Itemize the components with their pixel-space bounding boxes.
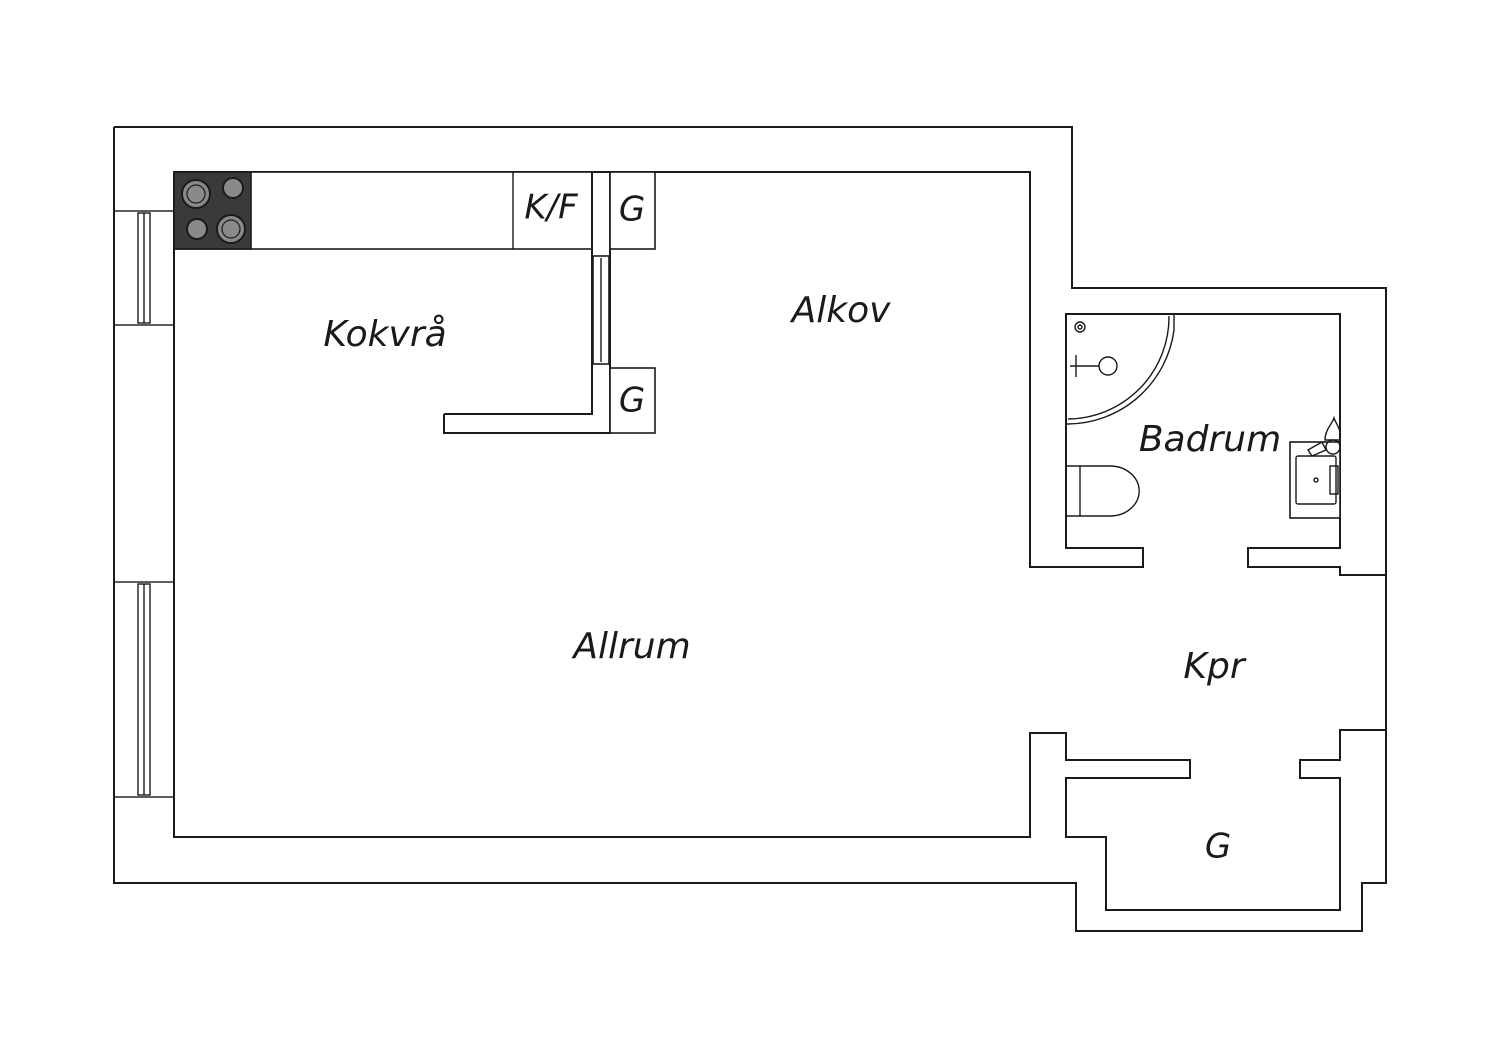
label-wardrobe-top: G [619, 190, 645, 230]
label-fridge-freezer: K/F [524, 188, 578, 228]
inner-wall-lower [173, 172, 1386, 911]
wardrobe-top [609, 171, 656, 250]
shower-icon [1065, 313, 1175, 425]
sink-icon [1289, 415, 1342, 519]
outer-wall [113, 126, 1387, 932]
room-label-corridor: Kpr [1183, 646, 1246, 687]
window-upper [113, 210, 175, 326]
stove-icon [173, 171, 252, 250]
wardrobe-mid [609, 367, 656, 434]
room-label-bathroom: Badrum [1139, 419, 1281, 460]
label-wardrobe-mid: G [619, 381, 645, 421]
label-wardrobe-hall: G [1205, 827, 1231, 867]
inner-wall-main [174, 171, 1386, 576]
room-label-alcove: Alkov [790, 290, 892, 331]
window-lower [113, 581, 175, 798]
room-label-kitchen: Kokvrå [323, 314, 446, 355]
toilet-icon [1066, 465, 1140, 517]
room-label-living: Allrum [571, 626, 690, 667]
